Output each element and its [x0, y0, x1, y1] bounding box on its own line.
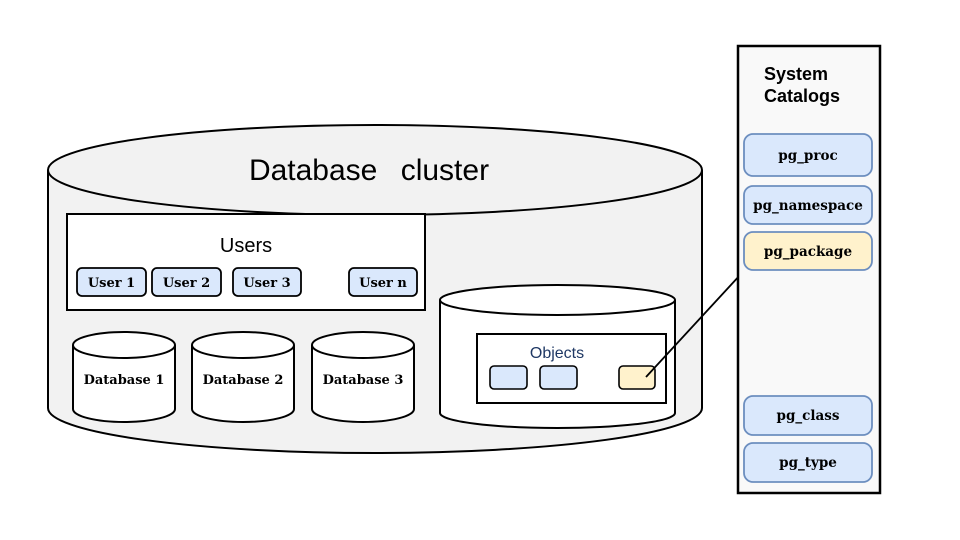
catalog-item-pg-type: pg_type [743, 442, 873, 483]
arrow-object-to-pg-package [645, 259, 755, 378]
user-node-3: User 3 [232, 267, 302, 297]
users-box: Users User 1 User 2 User 3 User n [66, 213, 426, 311]
system-catalogs-title-line2: Catalogs [764, 86, 840, 106]
user-node-2: User 2 [151, 267, 222, 297]
user-node-n-label: User n [359, 276, 407, 291]
database-2-label: Database 2 [203, 373, 284, 388]
catalog-item-pg-package-label: pg_package [764, 244, 852, 260]
catalog-item-pg-proc-label: pg_proc [778, 148, 837, 164]
database-2-cylinder: Database 2 [191, 331, 295, 423]
database-3-cylinder: Database 3 [311, 331, 415, 423]
user-node-2-label: User 2 [163, 276, 210, 291]
user-node-n: User n [348, 267, 418, 297]
user-node-1-label: User 1 [88, 276, 135, 291]
database-1-cylinder: Database 1 [72, 331, 176, 423]
system-catalogs-title-line1: System [764, 64, 828, 84]
catalog-item-pg-class: pg_class [743, 395, 873, 436]
catalog-item-pg-namespace: pg_namespace [743, 185, 873, 225]
database-3-label: Database 3 [323, 373, 404, 388]
catalog-item-pg-package: pg_package [743, 231, 873, 271]
objects-box: Objects [476, 333, 667, 404]
user-node-3-label: User 3 [243, 276, 290, 291]
database-1-label: Database 1 [84, 373, 165, 388]
catalog-item-pg-type-label: pg_type [779, 455, 837, 471]
objects-cylinder: Objects [439, 284, 676, 429]
system-catalogs-panel: System Catalogs pg_proc pg_namespace pg_… [736, 44, 882, 495]
users-title: Users [220, 235, 272, 257]
object-chip-1 [489, 365, 528, 390]
object-chip-package [618, 365, 656, 390]
database-cluster-title: Database cluster [249, 154, 489, 187]
user-node-1: User 1 [76, 267, 147, 297]
catalog-item-pg-proc: pg_proc [743, 133, 873, 177]
objects-title: Objects [530, 345, 584, 362]
object-chip-2 [539, 365, 578, 390]
catalog-item-pg-class-label: pg_class [777, 408, 840, 424]
catalog-item-pg-namespace-label: pg_namespace [753, 198, 863, 214]
